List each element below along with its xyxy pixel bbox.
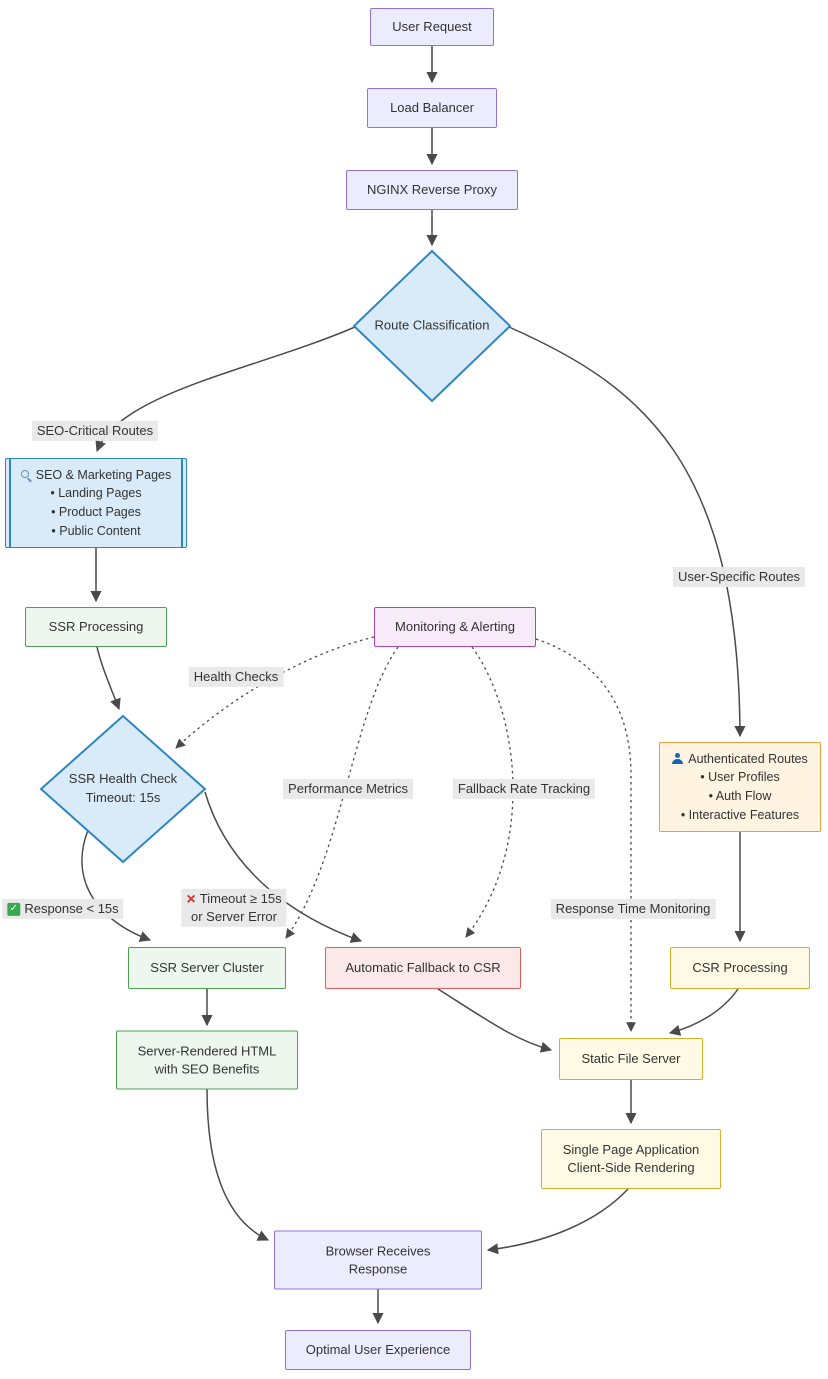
edge-label-seo-critical-routes: SEO-Critical Routes bbox=[31, 420, 159, 442]
edge-route-to-auth-routes bbox=[508, 326, 746, 738]
seo-pages-item: • Landing Pages bbox=[50, 486, 142, 501]
node-ssr-health-check-label: SSR Health Check Timeout: 15s bbox=[48, 770, 198, 808]
ssr-health-check-diamond bbox=[39, 714, 207, 864]
edge-fallback-to-static-server bbox=[437, 988, 553, 1053]
edge-ssr-processing-to-health-check bbox=[96, 646, 121, 711]
edge-monitoring-health-checks bbox=[175, 636, 375, 749]
edge-csr-processing-to-static-server bbox=[668, 988, 739, 1036]
spa-line1: Single Page Application bbox=[562, 1142, 700, 1158]
node-ssr-processing: SSR Processing bbox=[25, 607, 167, 647]
node-automatic-fallback: Automatic Fallback to CSR bbox=[325, 947, 521, 989]
cross-icon: × bbox=[186, 890, 196, 908]
search-icon bbox=[20, 469, 32, 483]
seo-pages-item: • Product Pages bbox=[51, 505, 141, 519]
edge-label-response-ok: ✓ Response < 15s bbox=[2, 898, 124, 920]
check-icon: ✓ bbox=[7, 902, 21, 916]
node-authenticated-routes: Authenticated Routes • User Profiles • A… bbox=[659, 742, 821, 832]
spa-line2: Client-Side Rendering bbox=[567, 1160, 695, 1175]
node-seo-marketing-pages: SEO & Marketing Pages • Landing Pages • … bbox=[5, 458, 187, 548]
edge-label-timeout-line1: Timeout ≥ 15s bbox=[199, 890, 282, 906]
node-load-balancer: Load Balancer bbox=[367, 88, 497, 128]
edge-health-check-to-ssr-cluster bbox=[81, 829, 152, 942]
node-static-file-server: Static File Server bbox=[559, 1038, 703, 1080]
node-route-classification-label: Route Classification bbox=[374, 317, 490, 333]
auth-routes-item: • Interactive Features bbox=[680, 807, 800, 822]
node-spa: Single Page Application Client-Side Rend… bbox=[541, 1129, 721, 1189]
edge-monitoring-response-time bbox=[535, 638, 636, 1032]
node-browser-receives-response: Browser Receives Response bbox=[274, 1230, 482, 1290]
edge-health-check-to-fallback bbox=[204, 791, 363, 943]
edge-spa-to-browser bbox=[486, 1188, 629, 1255]
node-user-request: User Request bbox=[370, 8, 494, 46]
edge-label-response-time-monitoring: Response Time Monitoring bbox=[550, 898, 716, 920]
node-optimal-user-experience: Optimal User Experience bbox=[285, 1330, 471, 1370]
edge-label-timeout-line2: or Server Error bbox=[191, 909, 277, 924]
node-nginx-proxy: NGINX Reverse Proxy bbox=[346, 170, 518, 210]
server-rendered-line1: Server-Rendered HTML bbox=[137, 1043, 277, 1059]
ssr-health-check-line2: Timeout: 15s bbox=[85, 790, 161, 805]
seo-pages-title-row: SEO & Marketing Pages bbox=[20, 466, 172, 485]
auth-routes-item: • User Profiles bbox=[700, 770, 780, 785]
edge-label-health-checks: Health Checks bbox=[188, 666, 284, 688]
edge-server-rendered-to-browser bbox=[206, 1088, 270, 1241]
edge-label-performance-metrics: Performance Metrics bbox=[283, 778, 413, 800]
node-csr-processing: CSR Processing bbox=[670, 947, 810, 989]
auth-routes-title-row: Authenticated Routes bbox=[672, 750, 808, 769]
route-classification-diamond bbox=[352, 249, 512, 403]
auth-routes-item: • Auth Flow bbox=[708, 789, 772, 803]
seo-pages-item: • Public Content bbox=[51, 523, 141, 538]
server-rendered-line2: with SEO Benefits bbox=[154, 1061, 260, 1076]
edge-label-fallback-rate-tracking: Fallback Rate Tracking bbox=[452, 778, 596, 800]
node-server-rendered-html: Server-Rendered HTML with SEO Benefits bbox=[116, 1030, 298, 1090]
edge-label-timeout: × Timeout ≥ 15s or Server Error bbox=[181, 888, 287, 928]
seo-pages-title: SEO & Marketing Pages bbox=[35, 467, 172, 482]
user-icon bbox=[672, 753, 684, 765]
node-monitoring-alerting: Monitoring & Alerting bbox=[374, 607, 536, 647]
auth-routes-title: Authenticated Routes bbox=[688, 751, 808, 766]
ssr-health-check-line1: SSR Health Check bbox=[68, 771, 178, 787]
edge-label-response-ok-text: Response < 15s bbox=[24, 900, 119, 916]
edge-label-user-specific-routes: User-Specific Routes bbox=[672, 566, 806, 588]
node-ssr-server-cluster: SSR Server Cluster bbox=[128, 947, 286, 989]
browser-line1: Browser Receives bbox=[325, 1243, 431, 1259]
browser-line2: Response bbox=[348, 1261, 408, 1276]
